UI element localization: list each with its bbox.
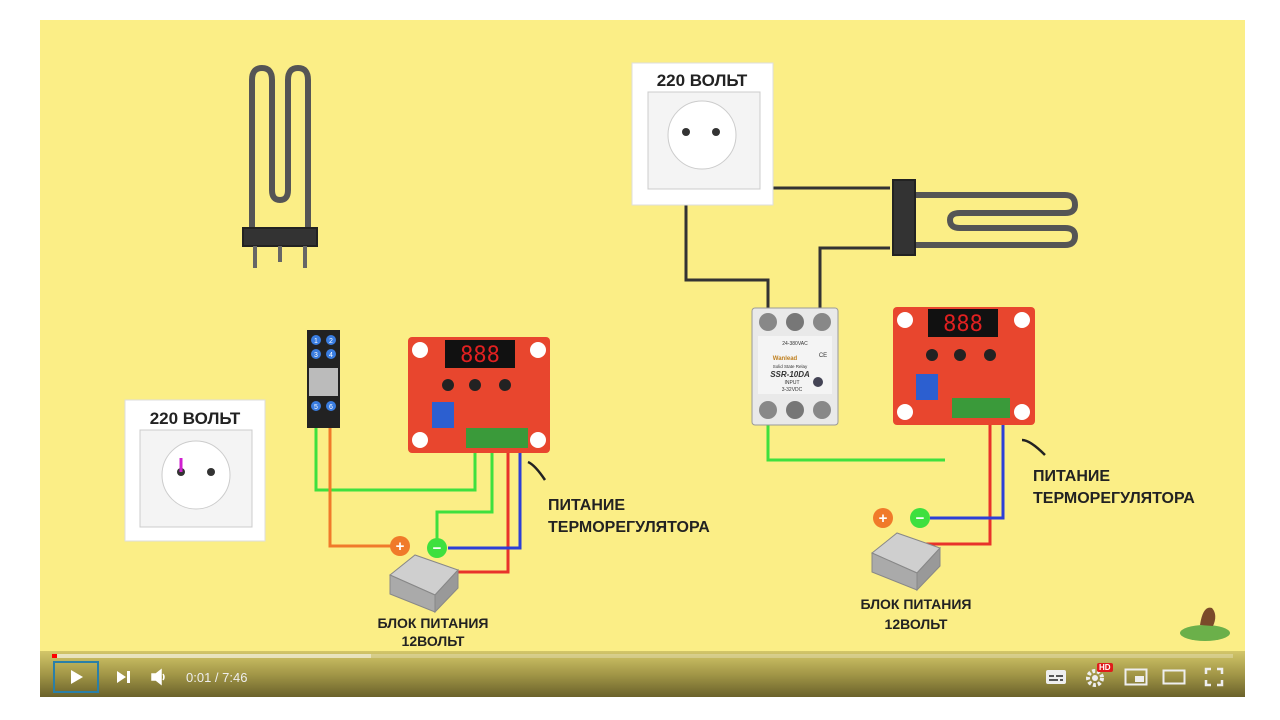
thermostat-module-left: 888 bbox=[408, 337, 550, 453]
psu-voltage-label: 12ВОЛЬТ bbox=[402, 633, 465, 649]
plus-icon: + bbox=[879, 510, 888, 527]
psu-label: БЛОК ПИТАНИЯ bbox=[860, 596, 971, 612]
miniplayer-icon bbox=[1124, 668, 1148, 686]
subtitles-button[interactable] bbox=[1040, 661, 1072, 693]
played-bar bbox=[52, 654, 57, 658]
socket-voltage-label: 220 ВОЛЬТ bbox=[150, 409, 241, 428]
solid-state-relay: 24-380VAC Wanlead CE Solid State Relay S… bbox=[751, 307, 839, 426]
thermostat-power-label: ПИТАНИЕ bbox=[548, 497, 625, 514]
terminal-number: 4 bbox=[329, 352, 333, 359]
thermostat-power-label: ТЕРМОРЕГУЛЯТОРА bbox=[548, 519, 710, 536]
theater-mode-button[interactable] bbox=[1158, 661, 1190, 693]
ssr-input: INPUT bbox=[785, 380, 800, 386]
wire-green-right bbox=[766, 415, 945, 462]
duration: 7:46 bbox=[222, 670, 248, 685]
wire-black-2 bbox=[818, 246, 890, 318]
power-supply-right: + − bbox=[871, 508, 941, 592]
terminal-number: 1 bbox=[314, 338, 318, 345]
power-socket-left: 220 ВОЛЬТ bbox=[124, 399, 266, 542]
ssr-brand: Wanlead bbox=[773, 356, 798, 362]
socket-voltage-label: 220 ВОЛЬТ bbox=[657, 71, 748, 90]
wire-green-left bbox=[314, 420, 477, 492]
arrow-icon bbox=[527, 460, 547, 481]
fullscreen-icon bbox=[1204, 667, 1224, 687]
temperature-display: 888 bbox=[943, 312, 983, 337]
thermostat-power-label: ПИТАНИЕ bbox=[1033, 468, 1110, 485]
terminal-number: 3 bbox=[314, 352, 318, 359]
volume-button[interactable] bbox=[144, 661, 174, 693]
wire-orange-left bbox=[328, 420, 400, 548]
power-supply-left: + − bbox=[389, 536, 459, 614]
theater-mode-icon bbox=[1162, 669, 1186, 685]
next-button[interactable] bbox=[108, 661, 138, 693]
time-display: 0:01 / 7:46 bbox=[186, 670, 247, 685]
current-time: 0:01 bbox=[186, 670, 212, 685]
video-player[interactable]: 220 ВОЛЬТ 1 2 3 4 5 6 888 ПИТАНИЕ ТЕРМОР… bbox=[40, 20, 1245, 697]
terminal-number: 2 bbox=[329, 338, 333, 345]
skip-next-icon bbox=[117, 671, 130, 683]
buffered-bar bbox=[52, 654, 371, 658]
power-socket-right: 220 ВОЛЬТ bbox=[631, 62, 774, 206]
play-button[interactable] bbox=[53, 661, 99, 693]
ssr-type: Solid State Relay bbox=[773, 364, 808, 369]
player-controls: 0:01 / 7:46 HD bbox=[40, 651, 1245, 697]
wire-green-left-2 bbox=[435, 450, 494, 546]
terminal-block: 1 2 3 4 5 6 bbox=[307, 330, 340, 428]
minus-icon: − bbox=[433, 540, 442, 557]
play-icon bbox=[71, 670, 83, 684]
ssr-ce: CE bbox=[819, 353, 827, 359]
temperature-display: 888 bbox=[460, 343, 500, 368]
thermostat-module-right: 888 bbox=[893, 307, 1035, 425]
minus-icon: − bbox=[916, 510, 925, 527]
hd-badge: HD bbox=[1097, 663, 1113, 672]
terminal-number: 6 bbox=[329, 404, 333, 411]
gear-icon bbox=[1086, 669, 1104, 687]
wire-blue-left bbox=[448, 445, 522, 550]
plus-icon: + bbox=[396, 538, 405, 555]
arrow-icon bbox=[1021, 438, 1046, 456]
settings-button[interactable]: HD bbox=[1080, 661, 1113, 693]
time-separator: / bbox=[211, 670, 223, 685]
progress-bar[interactable] bbox=[52, 654, 1233, 658]
fullscreen-button[interactable] bbox=[1198, 661, 1230, 693]
terminal-number: 5 bbox=[314, 404, 318, 411]
psu-voltage-label: 12ВОЛЬТ bbox=[885, 616, 948, 632]
psu-label: БЛОК ПИТАНИЯ bbox=[377, 615, 488, 631]
subtitles-icon bbox=[1046, 670, 1066, 684]
wire-red-right bbox=[908, 410, 992, 546]
wiring-diagram: 220 ВОЛЬТ 1 2 3 4 5 6 888 ПИТАНИЕ ТЕРМОР… bbox=[124, 62, 1230, 649]
heating-element-right bbox=[892, 179, 1079, 256]
thermostat-power-label: ТЕРМОРЕГУЛЯТОРА bbox=[1033, 490, 1195, 507]
volume-icon bbox=[151, 668, 165, 686]
heating-element-left bbox=[242, 64, 318, 268]
ssr-voltage: 24-380VAC bbox=[782, 341, 808, 347]
ssr-input-range: 3-32VDC bbox=[782, 387, 803, 393]
ssr-model: SSR-10DA bbox=[770, 370, 810, 379]
channel-watermark-logo bbox=[1180, 607, 1230, 641]
miniplayer-button[interactable] bbox=[1120, 661, 1152, 693]
wire-blue-right bbox=[930, 410, 1005, 520]
